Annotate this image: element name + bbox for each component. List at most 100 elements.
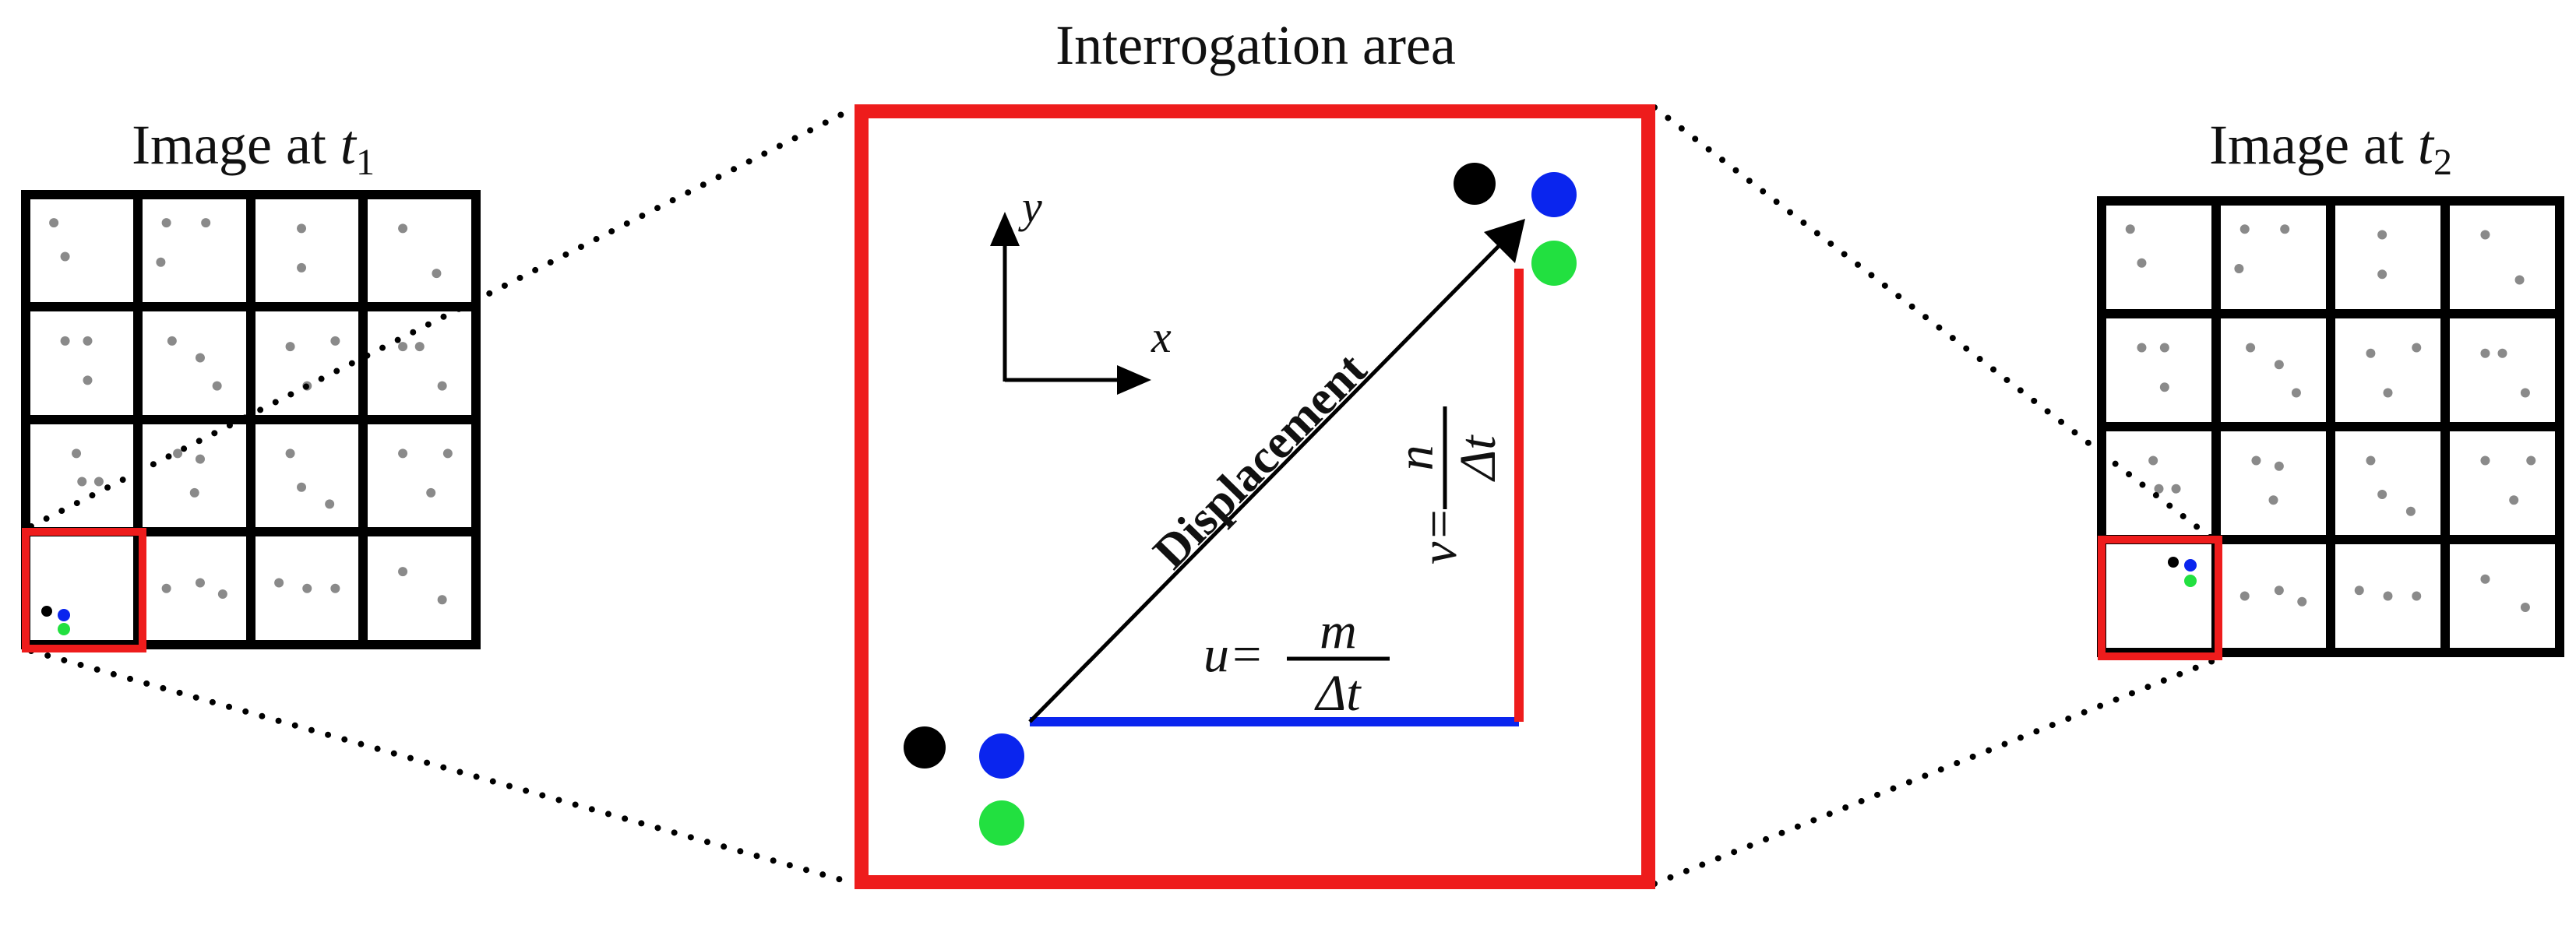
left-grid-particle <box>156 257 166 267</box>
right-grid-particle <box>2125 224 2135 234</box>
v-formula-lhs: v= <box>1411 507 1468 564</box>
left-grid-particle <box>189 487 199 498</box>
right-grid-particle <box>2291 388 2301 398</box>
left-image-grid <box>21 190 481 649</box>
right-small-interrogation-box <box>2098 536 2222 660</box>
right-grid-particle <box>2509 495 2519 505</box>
left-grid-particle <box>297 482 307 492</box>
right-grid-particle <box>2526 455 2536 466</box>
left-grid-particle <box>212 381 222 391</box>
left-grid-particle <box>161 218 171 228</box>
left-grid-particle <box>274 578 284 588</box>
u-formula: u= m Δt <box>1203 603 1390 722</box>
axes: y x <box>990 181 1172 395</box>
left-grid-particle <box>330 336 340 346</box>
right-grid-particle <box>2171 484 2181 494</box>
right-grid-particle <box>2251 455 2261 466</box>
left-grid-particle <box>195 454 205 464</box>
zoom-lines <box>28 104 2222 887</box>
left-grid-particle <box>195 353 205 363</box>
u-formula-denominator: Δt <box>1313 665 1362 722</box>
left-grid-particles <box>49 218 453 605</box>
right-grid-particle <box>2412 591 2422 601</box>
right-grid-particle <box>2297 596 2307 607</box>
y-axis-arrowhead <box>990 212 1020 246</box>
left-grid-particle <box>195 578 205 588</box>
right-grid-particle <box>2480 574 2490 584</box>
left-grid-particle <box>285 342 295 352</box>
right-grid-particle <box>2383 388 2393 398</box>
v-formula: v= n Δt <box>1387 406 1506 564</box>
left-grid-particle <box>437 595 447 605</box>
left-grid-particle <box>414 342 425 352</box>
displacement-label: Displacement <box>1144 343 1377 579</box>
left-grid-particle <box>60 336 70 346</box>
right-box-particle-blue <box>2184 559 2197 572</box>
displacement-arrowhead <box>1484 219 1525 263</box>
left-grid-particle <box>83 336 93 346</box>
left-grid-particle <box>325 499 335 509</box>
right-grid-particle <box>2377 269 2387 280</box>
v-formula-numerator: n <box>1387 445 1444 471</box>
right-box-particle-green <box>2184 575 2197 587</box>
left-grid-particle <box>173 448 183 459</box>
x-axis-label: x <box>1151 311 1172 362</box>
particle-blue-t1 <box>979 733 1024 779</box>
left-grid-particle <box>72 448 82 459</box>
right-grid-particle <box>2480 348 2490 358</box>
left-grid-particle <box>285 448 295 459</box>
right-grid-particle <box>2239 224 2250 234</box>
left-grid-particle <box>93 477 104 487</box>
left-box-particle-black <box>41 606 52 617</box>
left-grid-particle <box>426 487 436 498</box>
right-grid-particle <box>2239 591 2250 601</box>
left-grid-particle <box>83 375 93 385</box>
right-grid-particle <box>2280 224 2290 234</box>
particle-black-t2 <box>1454 163 1496 205</box>
right-grid-particle <box>2520 603 2530 612</box>
left-grid-particle <box>398 223 408 234</box>
right-grid-particle <box>2412 343 2422 353</box>
right-grid-particle <box>2137 343 2147 353</box>
right-grid-particle <box>2274 360 2284 370</box>
left-grid-particle <box>167 336 177 346</box>
left-grid-particle <box>398 448 408 459</box>
interrogation-area-frame <box>855 104 1655 889</box>
right-grid-particle <box>2480 455 2490 466</box>
left-grid-particle <box>297 223 307 234</box>
right-panel-title: Image at t2 <box>2209 114 2452 183</box>
left-grid-particle <box>302 583 312 593</box>
v-formula-denominator: Δt <box>1450 434 1506 483</box>
right-grid-particle <box>2480 230 2490 240</box>
left-grid-particle <box>217 589 227 599</box>
right-grid-particle <box>2405 506 2416 516</box>
right-image-grid <box>2097 196 2564 657</box>
right-box-particle-black <box>2168 557 2179 568</box>
right-grid-particle <box>2354 586 2364 596</box>
right-grid-particle <box>2234 264 2244 273</box>
right-grid-particle <box>2268 495 2278 505</box>
particle-black-t1 <box>904 726 946 768</box>
u-formula-lhs: u= <box>1203 626 1264 683</box>
right-zoom-line-lower <box>1651 656 2222 887</box>
left-grid-particle <box>442 448 453 459</box>
right-grid-particle <box>2377 230 2387 240</box>
displacement-arrow-line <box>1028 244 1501 723</box>
left-grid-particle <box>398 342 408 352</box>
right-grid-particle <box>2148 455 2158 466</box>
left-grid-particle <box>437 381 447 391</box>
right-grid-particle <box>2159 343 2169 353</box>
y-axis-label: y <box>1018 181 1042 232</box>
left-grid-particle <box>161 583 171 593</box>
x-axis-arrowhead <box>1117 365 1151 395</box>
right-grid-particle <box>2274 461 2284 471</box>
right-grid-particles <box>2125 224 2536 612</box>
left-grid-particle <box>77 477 87 487</box>
right-grid-particle <box>2377 490 2387 499</box>
center-title: Interrogation area <box>1055 14 1456 76</box>
right-grid-particle <box>2366 455 2376 466</box>
left-grid-particle <box>201 218 211 228</box>
right-grid-particle <box>2520 388 2530 398</box>
right-grid-particle <box>2514 275 2525 285</box>
